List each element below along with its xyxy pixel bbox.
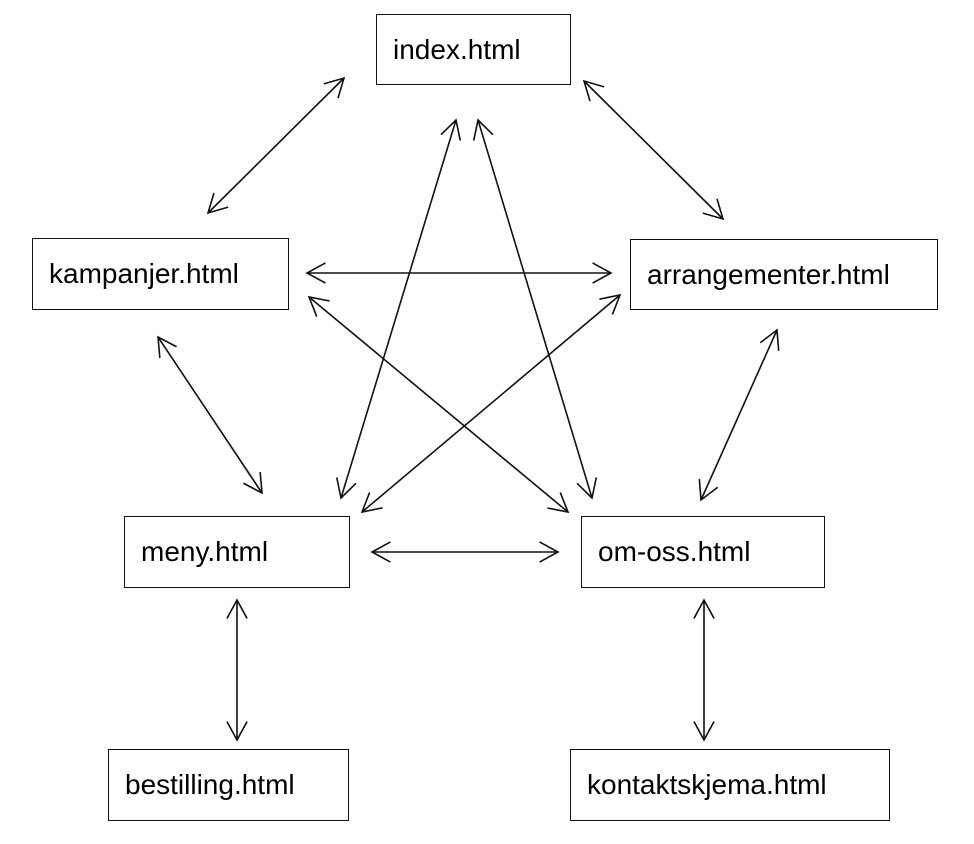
node-bestilling: bestilling.html (108, 749, 349, 821)
arrowhead-icon (157, 335, 177, 358)
arrowhead-icon (360, 492, 383, 514)
node-arrangementer: arrangementer.html (630, 239, 938, 310)
arrowhead-icon (698, 479, 719, 502)
arrow-line (207, 77, 345, 214)
arrowhead-icon (576, 477, 598, 500)
arrow-line (308, 296, 569, 513)
arrowhead-icon (370, 541, 391, 563)
node-meny: meny.html (124, 516, 350, 588)
node-label-kampanjer: kampanjer.html (49, 258, 239, 289)
arrow-line (583, 80, 724, 220)
arrow-arrangementer-meny (360, 293, 622, 514)
arrowhead-icon (206, 192, 229, 215)
arrow-kampanjer-meny (157, 335, 263, 495)
node-index: index.html (376, 14, 571, 85)
arrowhead-icon (226, 598, 248, 619)
arrowhead-icon (440, 118, 462, 141)
arrow-index-kampanjer (206, 76, 346, 215)
arrowhead-icon (693, 598, 715, 619)
arrow-index-omoss (472, 118, 598, 500)
node-label-bestilling: bestilling.html (125, 769, 295, 800)
arrowhead-icon (539, 541, 560, 563)
arrow-line (157, 336, 263, 494)
node-kontaktskjema: kontaktskjema.html (570, 749, 890, 821)
arrowhead-icon (702, 198, 725, 221)
arrowhead-icon (307, 295, 330, 317)
node-kampanjer: kampanjer.html (32, 238, 289, 310)
node-label-arrangementer: arrangementer.html (647, 258, 890, 290)
arrow-kampanjer-arrangementer (305, 262, 613, 284)
arrowhead-icon (759, 328, 780, 351)
arrowhead-icon (335, 477, 357, 500)
arrow-kampanjer-omoss (307, 295, 570, 514)
arrow-arrangementer-omoss (698, 328, 780, 502)
node-om-oss: om-oss.html (581, 516, 825, 588)
arrowhead-icon (305, 262, 326, 284)
arrowhead-icon (693, 721, 715, 742)
arrow-omoss-kontakt (693, 598, 715, 742)
arrow-index-arrangementer (582, 79, 725, 221)
arrow-line (477, 119, 593, 499)
arrow-index-meny (335, 118, 462, 500)
node-label-kontaktskjema: kontaktskjema.html (587, 769, 827, 800)
arrowhead-icon (226, 721, 248, 742)
arrowhead-icon (592, 262, 613, 284)
arrowhead-icon (599, 293, 622, 315)
arrow-line (340, 119, 457, 499)
arrow-meny-omoss (370, 541, 560, 563)
arrowhead-icon (472, 118, 494, 141)
node-label-om-oss: om-oss.html (598, 536, 751, 567)
arrowhead-icon (582, 79, 605, 102)
arrow-line (700, 329, 778, 501)
arrowhead-icon (243, 472, 263, 495)
arrowhead-icon (547, 492, 570, 514)
arrow-meny-bestilling (226, 598, 248, 742)
node-label-meny: meny.html (141, 536, 269, 567)
arrowhead-icon (323, 76, 346, 99)
arrow-line (361, 294, 621, 513)
node-label-index: index.html (393, 33, 521, 65)
